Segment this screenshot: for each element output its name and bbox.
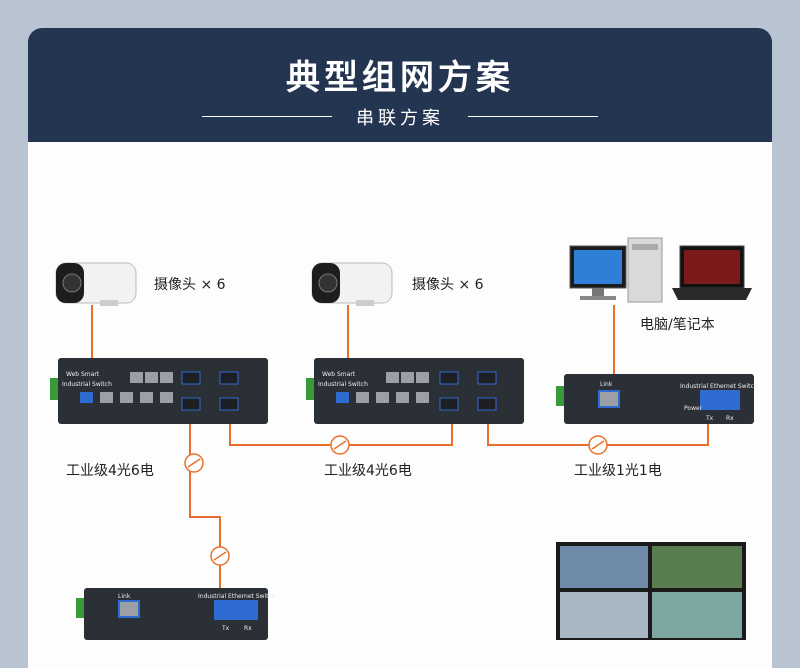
subtitle-rule-right: [468, 116, 598, 117]
converter-bottom-tx: Tx: [221, 625, 230, 632]
switch-mid-icon: Web Smart Industrial Switch: [306, 358, 524, 424]
fiber-marker-lower-icon: [210, 546, 230, 566]
fiber-marker-right-icon: [588, 435, 608, 455]
switch-left-icon: Web Smart Industrial Switch: [50, 358, 268, 424]
monitor-wall-icon: [556, 542, 746, 640]
page-title: 典型组网方案: [286, 58, 514, 98]
laptop-icon: [672, 245, 752, 300]
pc-label: 电脑/笔记本: [640, 317, 715, 333]
switch-left-label: 工业级4光6电: [66, 463, 154, 479]
converter-bottom-rx: Rx: [244, 625, 252, 632]
converter-right-icon: Industrial Ethernet Switch Link Power Tx…: [556, 374, 758, 424]
network-diagram: Web Smart Industrial Switch Web Smart In…: [50, 237, 758, 640]
subtitle-rule-left: [202, 116, 332, 117]
switch-left-brand1: Web Smart: [66, 371, 100, 378]
desktop-pc-icon: [569, 237, 663, 303]
converter-right-power: Power: [684, 405, 703, 412]
switch-left-brand2: Industrial Switch: [62, 381, 112, 388]
converter-right-link: Link: [600, 381, 613, 388]
converter-right-rx: Rx: [726, 415, 734, 422]
camera-mid-icon: [311, 262, 393, 306]
scheme-card: 典型组网方案 串联方案: [28, 28, 772, 668]
camera-left-label: 摄像头 × 6: [154, 277, 226, 293]
switch-mid-label: 工业级4光6电: [324, 463, 412, 479]
fiber-marker-vertical-icon: [184, 453, 204, 473]
switch-mid-brand1: Web Smart: [322, 371, 356, 378]
converter-bottom-icon: Link Industrial Ethernet Switch Tx Rx: [76, 588, 276, 640]
converter-bottom-name: Industrial Ethernet Switch: [198, 593, 276, 600]
fiber-marker-mid-icon: [330, 435, 350, 455]
page-subtitle: 串联方案: [356, 108, 444, 129]
switch-mid-brand2: Industrial Switch: [318, 381, 368, 388]
converter-bottom-link: Link: [118, 593, 131, 600]
camera-mid-label: 摄像头 × 6: [412, 277, 484, 293]
converter-right-name: Industrial Ethernet Switch: [680, 383, 758, 390]
switch-right-label: 工业级1光1电: [574, 463, 662, 479]
header-banner: 典型组网方案 串联方案: [28, 28, 772, 142]
converter-right-tx: Tx: [705, 415, 714, 422]
camera-left-icon: [55, 262, 137, 306]
